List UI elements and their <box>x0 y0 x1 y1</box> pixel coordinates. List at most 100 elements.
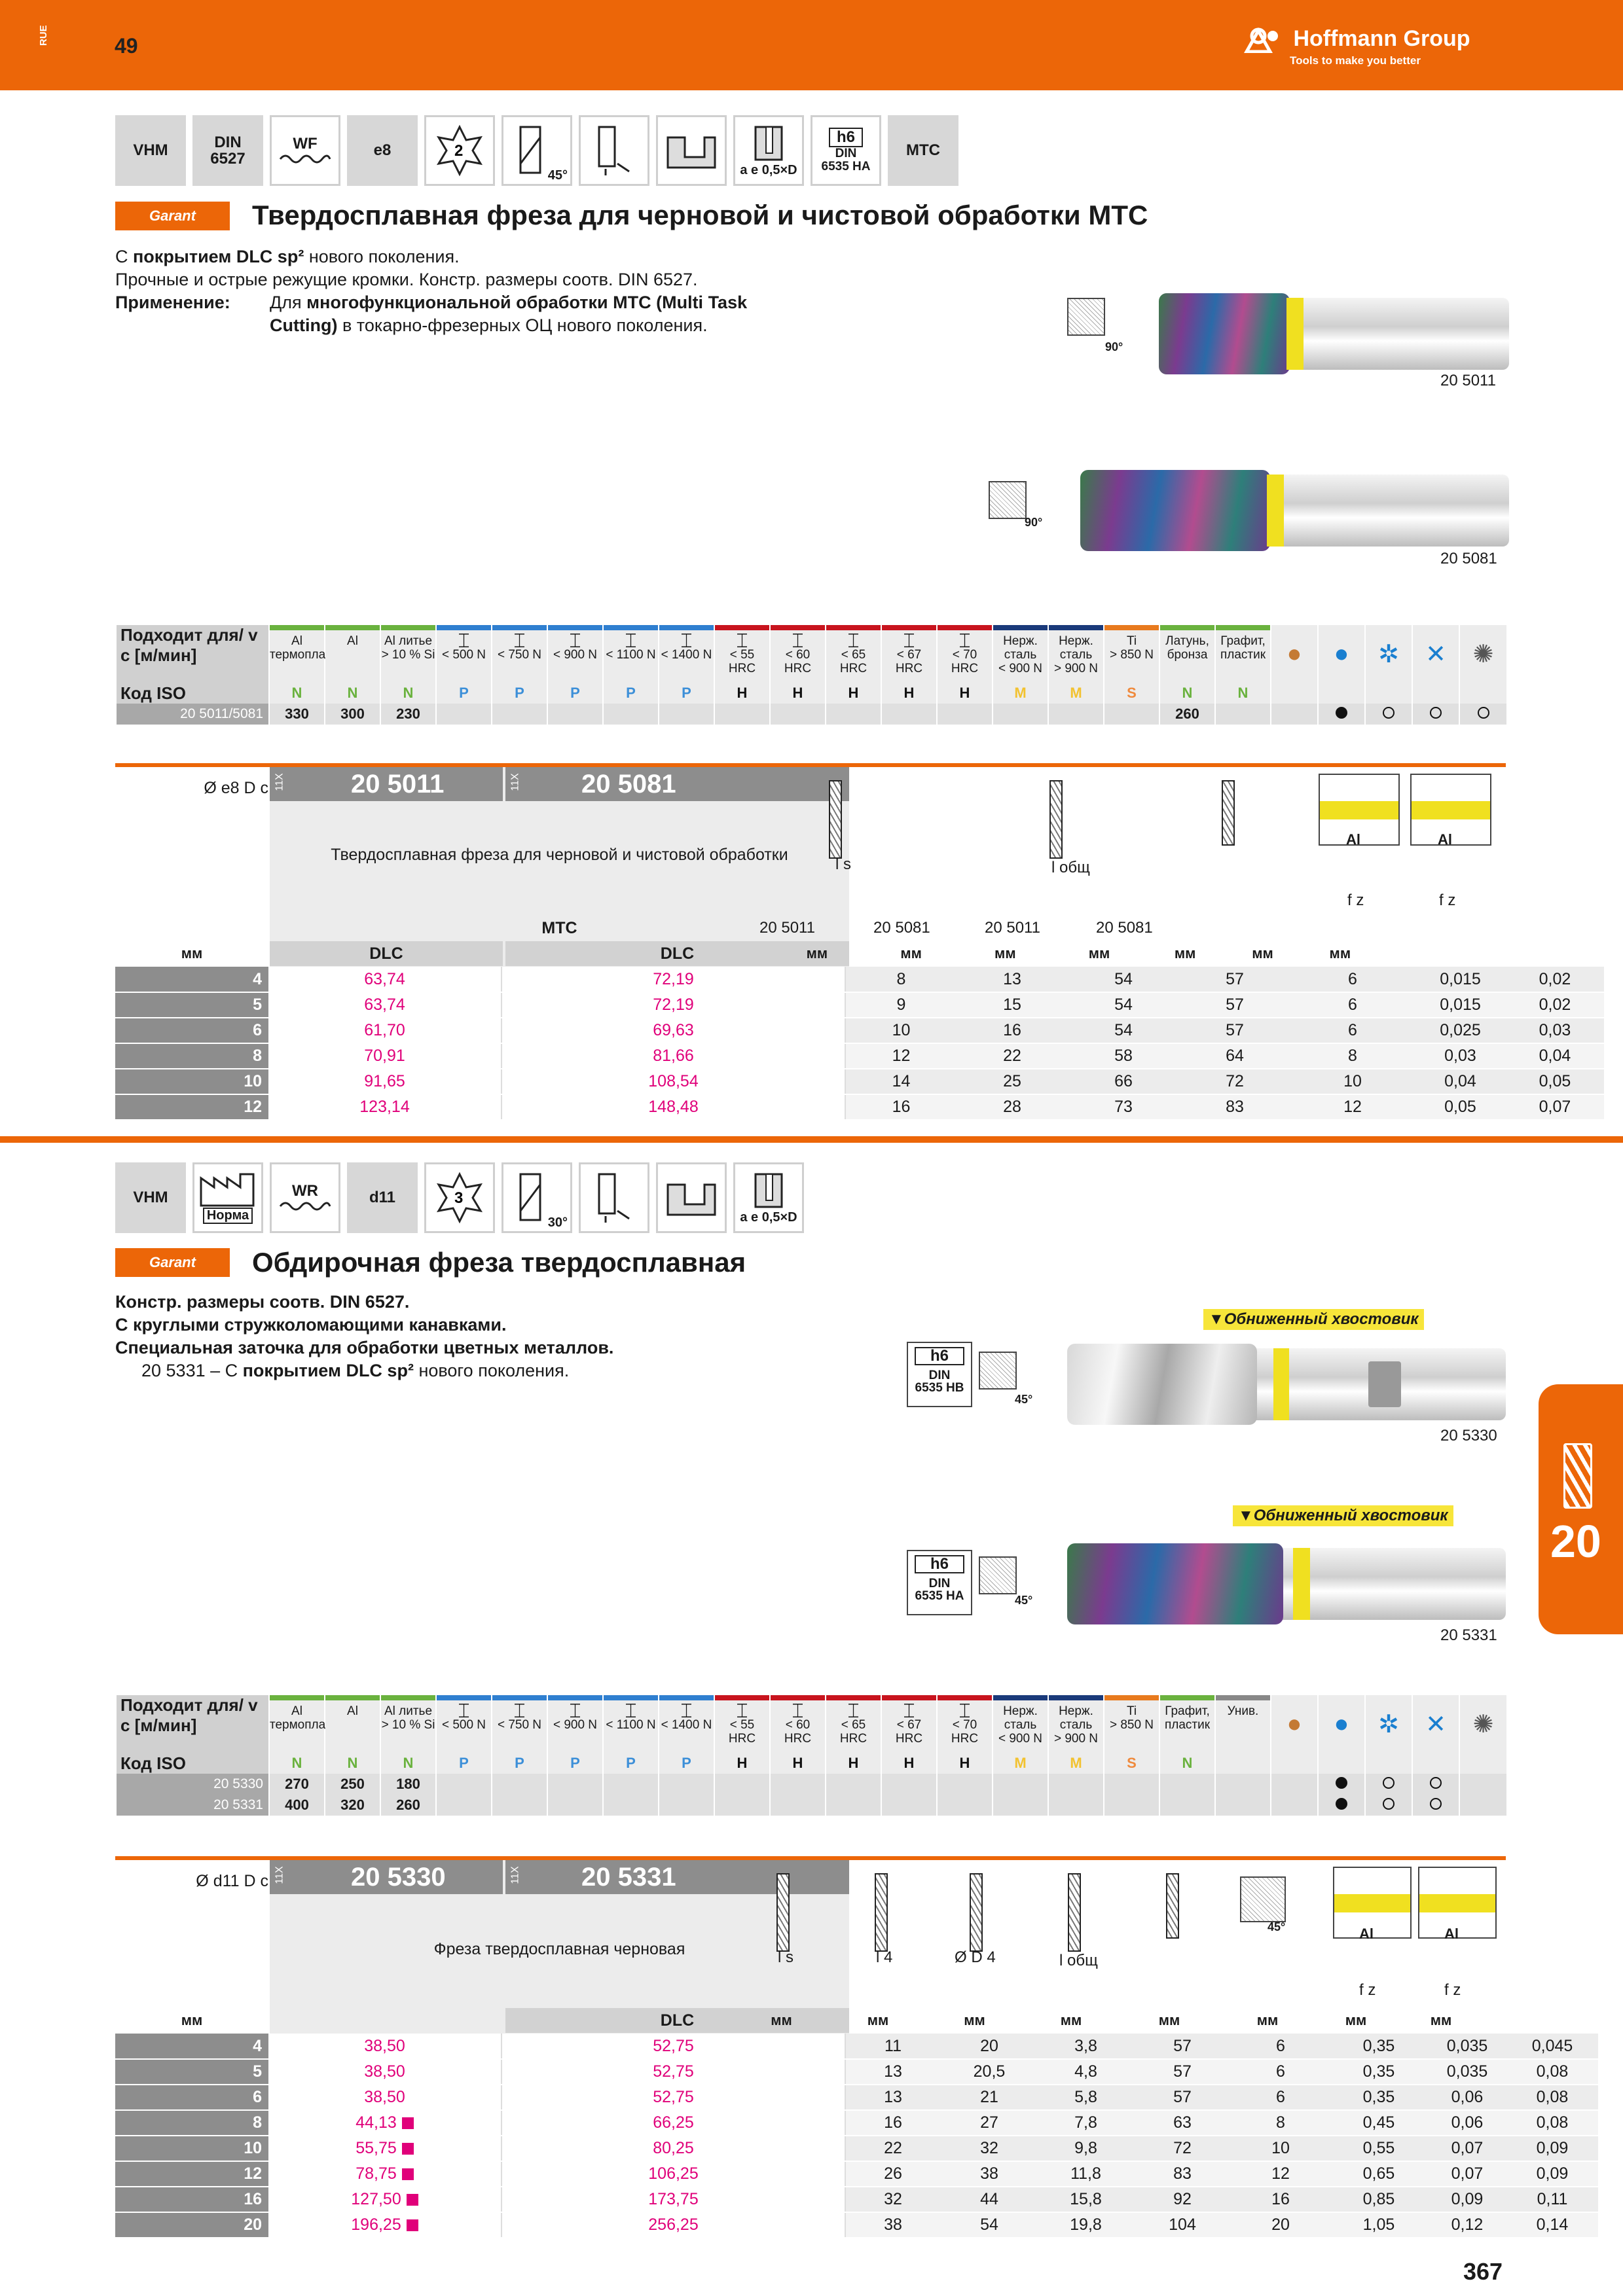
price-cell: 66,25 <box>501 2110 846 2136</box>
material-col: ⌶< 750 N <box>491 1695 547 1753</box>
material-color-bar <box>1104 625 1159 630</box>
material-name: Al <box>291 1704 302 1718</box>
cutting-speed <box>1103 704 1159 725</box>
price-cell: 69,63 <box>501 1018 846 1044</box>
material-strength: < 900 N <box>998 1732 1043 1746</box>
material-strength: < 60 HRC <box>784 1718 812 1746</box>
fz-label: f z <box>1347 891 1364 909</box>
divider <box>115 763 734 767</box>
al-label: Al <box>1438 831 1452 848</box>
material-color-bar <box>771 1695 825 1700</box>
s2-icon-row: VHM Норма WR d11 3 30° a e 0,5×D <box>115 1162 804 1233</box>
iso-code: H <box>769 1753 826 1774</box>
material-col: ⌶< 1400 N <box>658 1695 714 1753</box>
ltotal-label: l общ <box>1059 1952 1098 1969</box>
spec-cell: 13 <box>957 967 1068 993</box>
helix-angle: 30° <box>547 1215 568 1230</box>
cutting-speed <box>435 704 492 725</box>
spec-cell: 13 <box>845 2059 940 2085</box>
material-strength: < 65 HRC <box>839 648 867 675</box>
material-col: Al <box>324 1695 380 1753</box>
al-feed-icon-2 <box>1418 1867 1497 1939</box>
spec-cell: 0,06 <box>1428 2110 1506 2136</box>
s1-coat-a: DLC <box>270 941 503 966</box>
helix-angle-badge: 45° <box>501 115 572 186</box>
spec-cell: 0,02 <box>1506 967 1604 993</box>
cutting-speed <box>547 1795 603 1816</box>
slot-badge <box>656 1162 727 1233</box>
material-strength: < 55 HRC <box>728 648 756 675</box>
col-head-2: 20 5081 <box>873 919 930 937</box>
diameter-cell: 4 <box>115 2034 268 2060</box>
material-col: ⌶< 750 N <box>491 625 547 683</box>
material-name: Al литье <box>384 1704 433 1718</box>
wave-icon <box>279 154 331 164</box>
material-color-bar <box>492 1695 547 1700</box>
s1-title: Твердосплавная фреза для черновой и чист… <box>252 200 1148 230</box>
s2-code-b: 20 5331 <box>581 1863 676 1892</box>
garant-logo: Garant <box>115 1248 230 1277</box>
diameter-cell: 5 <box>115 2059 268 2085</box>
price-cell: 55,75 <box>268 2136 502 2162</box>
material-strength: > 900 N <box>1053 662 1099 675</box>
iso-code: P <box>658 1753 714 1774</box>
material-name: Al <box>347 1704 358 1718</box>
helix-angle: 45° <box>547 168 568 183</box>
qty-label: 11X <box>274 773 285 791</box>
spec-cell: 57 <box>1179 967 1290 993</box>
spec-cell: 0,35 <box>1330 2034 1428 2060</box>
iso-code: M <box>1048 1753 1104 1774</box>
vhm-badge: VHM <box>115 115 186 186</box>
price-cell: 173,75 <box>501 2187 846 2213</box>
s1-code-b-bg <box>505 767 849 801</box>
spec-cell: 0,03 <box>1506 1018 1604 1044</box>
new-marker-icon <box>401 2143 414 2155</box>
diameter-cell: 10 <box>115 2136 268 2162</box>
angle-90-icon <box>989 481 1027 519</box>
iso-code: P <box>435 1753 492 1774</box>
material-col: ⌶< 500 N <box>435 1695 492 1753</box>
material-color-bar <box>325 625 380 630</box>
cutting-speed <box>769 1774 826 1795</box>
cutting-speed <box>714 1774 770 1795</box>
material-color-bar <box>437 625 491 630</box>
iso-code: H <box>936 683 993 704</box>
iso-code: P <box>547 683 603 704</box>
h6-label: h6 <box>828 128 863 147</box>
diameter-cell: 12 <box>115 2161 268 2187</box>
spec-cell: 15,8 <box>1038 2187 1133 2213</box>
spec-cell: 0,06 <box>1428 2085 1506 2111</box>
coolant-indicator <box>1412 704 1459 725</box>
spec-cell: 20,5 <box>940 2059 1038 2085</box>
s1-code-b: 20 5081 <box>581 770 676 798</box>
no-coolant-icon: ✕ <box>1412 1695 1459 1753</box>
material-color-bar <box>715 625 769 630</box>
material-col: ⌶< 65 HRC <box>825 625 881 683</box>
spec-cell: 12 <box>1231 2161 1330 2187</box>
triangle-icon: ▼ <box>1238 1507 1254 1524</box>
chapter-tab[interactable]: 20 <box>1539 1384 1623 1634</box>
cutting-speed <box>435 1774 492 1795</box>
material-name: Al <box>347 634 358 648</box>
spec-cell: 20 <box>1231 2212 1330 2238</box>
material-col: Нерж. сталь> 900 N <box>1048 1695 1104 1753</box>
spec-cell: 5,8 <box>1038 2085 1133 2111</box>
material-col: Al <box>324 625 380 683</box>
ae-badge: a e 0,5×D <box>733 115 804 186</box>
price-value: 123,14 <box>359 1098 410 1116</box>
wf-label: WF <box>293 135 318 153</box>
material-strength: < 67 HRC <box>895 648 923 675</box>
spec-cell: 64 <box>1179 1043 1290 1069</box>
material-color-bar <box>882 625 936 630</box>
material-strength: < 900 N <box>553 648 598 662</box>
cutting-speed <box>992 1774 1048 1795</box>
cutting-speed <box>714 1795 770 1816</box>
